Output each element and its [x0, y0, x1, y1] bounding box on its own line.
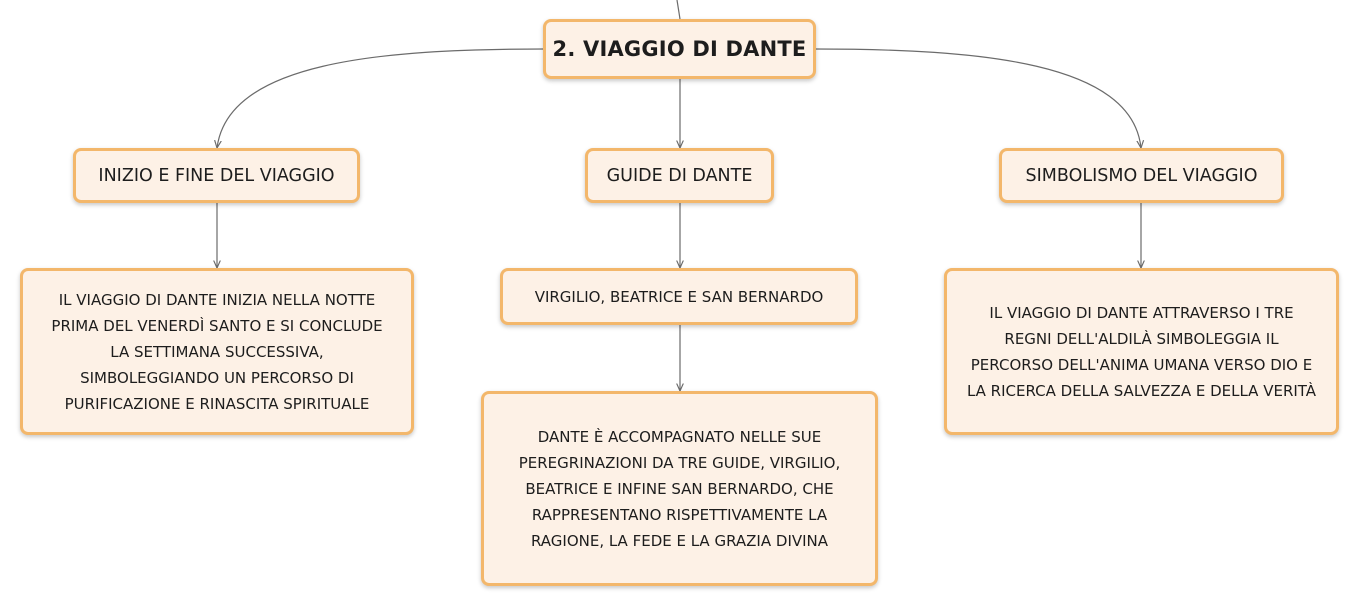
connector-parent-root	[676, 0, 681, 20]
branch-node-label: GUIDE DI DANTE	[606, 165, 753, 186]
detail-node-inizio-fine[interactable]: IL VIAGGIO DI DANTE INIZIA NELLA NOTTE P…	[20, 268, 414, 435]
detail-node-guide-description[interactable]: DANTE È ACCOMPAGNATO NELLE SUE PEREGRINA…	[481, 391, 878, 586]
detail-node-text: IL VIAGGIO DI DANTE ATTRAVERSO I TRE REG…	[966, 303, 1317, 400]
detail-node-simbolismo[interactable]: IL VIAGGIO DI DANTE ATTRAVERSO I TRE REG…	[944, 268, 1339, 435]
branch-node-label: INIZIO E FINE DEL VIAGGIO	[98, 165, 335, 186]
detail-node-text: VIRGILIO, BEATRICE E SAN BERNARDO	[534, 287, 824, 306]
branch-node-guide[interactable]: GUIDE DI DANTE	[585, 148, 774, 203]
connector-root-inizio	[217, 48, 545, 148]
root-node-label: 2. VIAGGIO DI DANTE	[552, 37, 807, 61]
root-node[interactable]: 2. VIAGGIO DI DANTE	[543, 19, 816, 79]
branch-node-inizio-fine[interactable]: INIZIO E FINE DEL VIAGGIO	[73, 148, 360, 203]
connector-root-simbolismo	[814, 48, 1141, 148]
branch-node-simbolismo[interactable]: SIMBOLISMO DEL VIAGGIO	[999, 148, 1284, 203]
detail-node-text: IL VIAGGIO DI DANTE INIZIA NELLA NOTTE P…	[51, 290, 383, 413]
branch-node-label: SIMBOLISMO DEL VIAGGIO	[1025, 165, 1258, 186]
detail-node-guide-names[interactable]: VIRGILIO, BEATRICE E SAN BERNARDO	[500, 268, 858, 325]
detail-node-text: DANTE È ACCOMPAGNATO NELLE SUE PEREGRINA…	[518, 427, 841, 550]
